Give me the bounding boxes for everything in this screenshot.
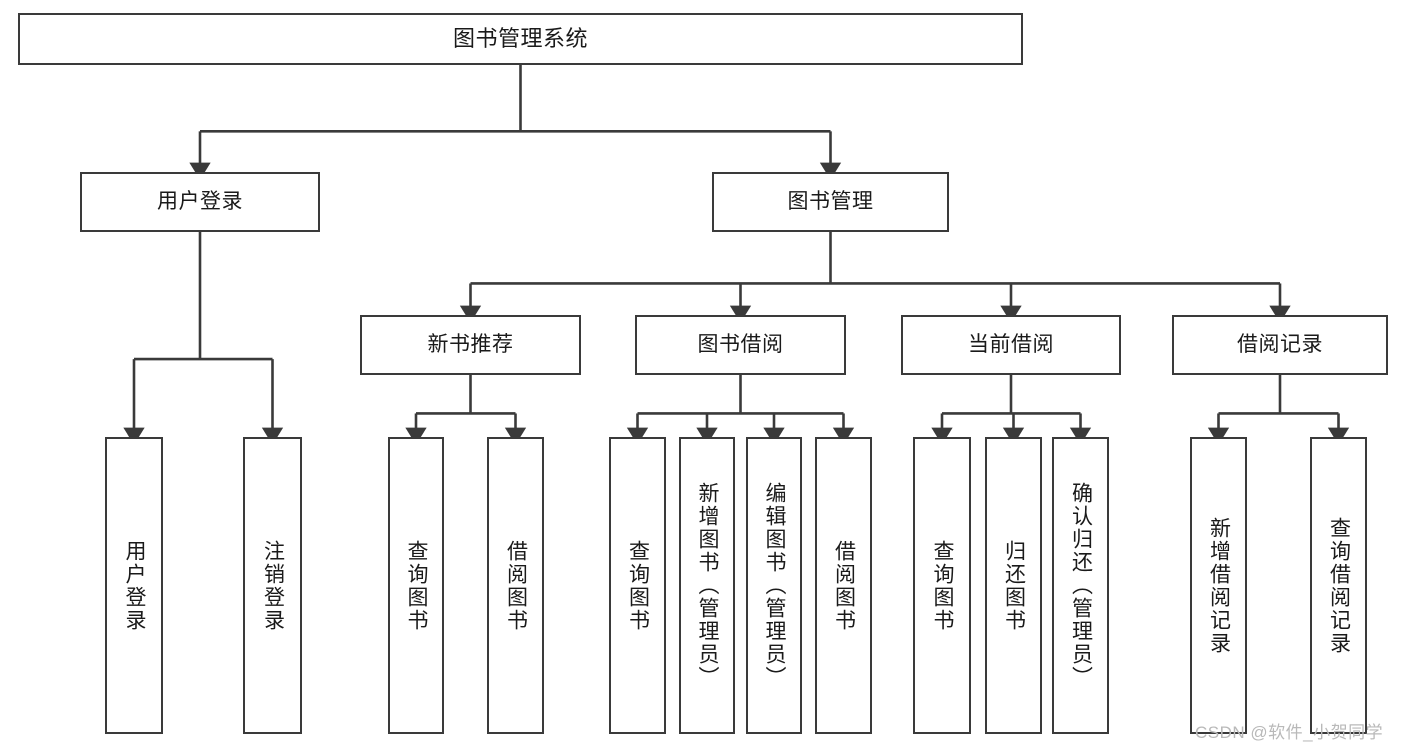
node-label: 新书推荐	[427, 332, 514, 356]
node-label: 归还图书	[1002, 539, 1026, 632]
node-label: 查询借阅记录	[1327, 516, 1351, 655]
node-label: 查询图书	[405, 539, 429, 632]
node-label: 图书管理系统	[452, 26, 588, 52]
node-label: 借阅记录	[1237, 332, 1323, 356]
node-label: 查询图书	[931, 539, 955, 632]
node-leaf-borrow-book-2[interactable]: 借阅图书	[815, 437, 872, 734]
node-leaf-query-book-1[interactable]: 查询图书	[388, 437, 444, 734]
node-label: 图书借阅	[697, 332, 784, 356]
node-new-book-recommend[interactable]: 新书推荐	[360, 315, 581, 375]
node-leaf-return-book[interactable]: 归还图书	[985, 437, 1042, 734]
node-leaf-edit-book[interactable]: 编辑图书（管理员）	[746, 437, 802, 734]
node-leaf-query-record[interactable]: 查询借阅记录	[1310, 437, 1367, 734]
node-leaf-confirm-return[interactable]: 确认归还（管理员）	[1052, 437, 1109, 734]
csdn-watermark: CSDN @软件_小贺同学	[1195, 723, 1384, 742]
node-leaf-borrow-book-1[interactable]: 借阅图书	[487, 437, 544, 734]
node-root[interactable]: 图书管理系统	[18, 13, 1023, 65]
node-label: 用户登录	[157, 189, 243, 213]
node-leaf-query-book-2[interactable]: 查询图书	[609, 437, 666, 734]
node-label: 借阅图书	[832, 539, 856, 632]
node-leaf-query-book-3[interactable]: 查询图书	[913, 437, 971, 734]
node-leaf-user-login[interactable]: 用户登录	[105, 437, 163, 734]
node-leaf-add-record[interactable]: 新增借阅记录	[1190, 437, 1247, 734]
node-book-borrow[interactable]: 图书借阅	[635, 315, 846, 375]
node-leaf-logout[interactable]: 注销登录	[243, 437, 302, 734]
node-user-login[interactable]: 用户登录	[80, 172, 320, 232]
node-label: 用户登录	[123, 539, 147, 632]
node-current-borrow[interactable]: 当前借阅	[901, 315, 1121, 375]
node-label: 注销登录	[261, 539, 285, 632]
node-borrow-record[interactable]: 借阅记录	[1172, 315, 1388, 375]
node-label: 确认归还（管理员）	[1069, 482, 1093, 689]
node-book-manage[interactable]: 图书管理	[712, 172, 949, 232]
node-label: 新增借阅记录	[1207, 516, 1231, 655]
node-label: 新增图书（管理员）	[696, 482, 720, 689]
node-label: 当前借阅	[968, 332, 1054, 356]
node-leaf-add-book[interactable]: 新增图书（管理员）	[679, 437, 735, 734]
node-label: 图书管理	[787, 189, 874, 213]
node-label: 查询图书	[626, 539, 650, 632]
node-label: 编辑图书（管理员）	[763, 482, 787, 689]
node-label: 借阅图书	[504, 539, 528, 632]
